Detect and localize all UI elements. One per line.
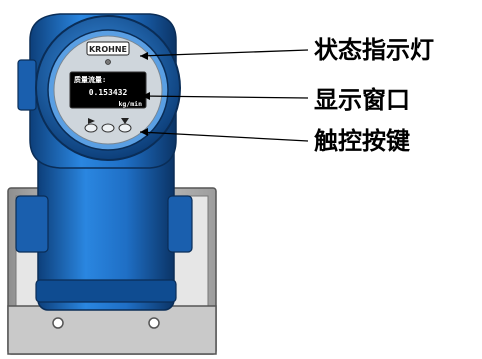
display-unit: kg/min: [119, 100, 143, 108]
touch-key-middle[interactable]: [101, 123, 115, 133]
bracket-hole-right: [148, 317, 160, 329]
display-line-1: 质量流量:: [74, 75, 106, 84]
touch-key-left[interactable]: [84, 123, 98, 133]
bracket-hole-left: [52, 317, 64, 329]
touch-keys-label: 触控按键: [314, 127, 410, 155]
status-indicator-label: 状态指示灯: [314, 36, 434, 64]
display-window-label: 显示窗口: [314, 86, 410, 114]
brand-text: KROHNE: [89, 45, 127, 54]
arrow-right-icon: [88, 118, 95, 124]
touch-keys: [84, 118, 132, 133]
callout-lines: [139, 49, 309, 142]
name-plate: KROHNE: [86, 41, 130, 56]
display-value: 0.153432: [89, 88, 128, 97]
display-window: 质量流量: 0.153432 kg/min: [69, 71, 147, 109]
status-indicator-light: [105, 59, 111, 65]
touch-key-right[interactable]: [118, 123, 132, 133]
arrow-down-icon: [121, 118, 129, 124]
